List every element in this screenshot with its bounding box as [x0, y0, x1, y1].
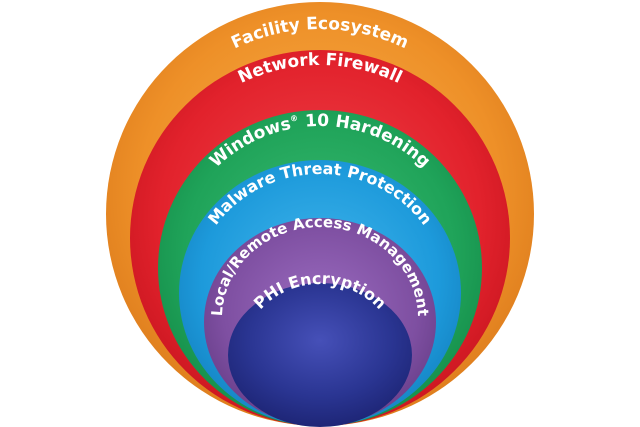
layer-phi-encryption [228, 283, 412, 427]
